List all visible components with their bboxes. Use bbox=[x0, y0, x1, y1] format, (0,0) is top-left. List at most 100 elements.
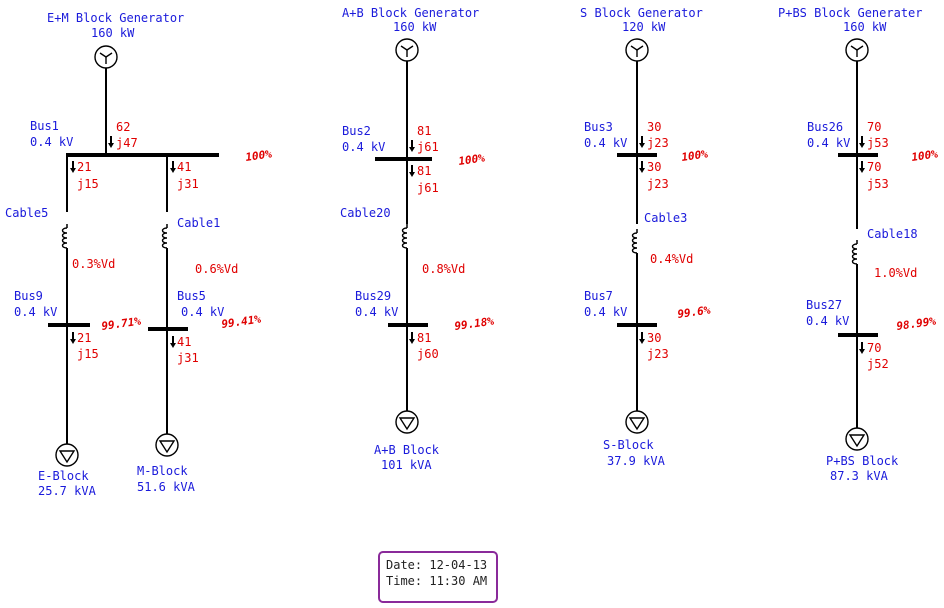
generator-em-rating: 160 kW bbox=[91, 26, 135, 40]
cable3-name: Cable3 bbox=[644, 211, 687, 225]
bus27-percent: 98.99% bbox=[896, 315, 938, 333]
flow-arrow-icon bbox=[858, 135, 866, 149]
flow-arrow-icon bbox=[69, 160, 77, 174]
flow-b2-q: j61 bbox=[417, 181, 439, 195]
generator-s-icon[interactable] bbox=[625, 38, 649, 62]
flow-arrow-icon bbox=[107, 135, 115, 149]
load-m-block-rating: 51.6 kVA bbox=[137, 480, 196, 494]
bus7-percent: 99.6% bbox=[677, 303, 712, 321]
bus3-name: Bus3 bbox=[584, 120, 613, 134]
bus7-name: Bus7 bbox=[584, 289, 613, 303]
generator-s-name: S Block Generator bbox=[580, 6, 703, 20]
load-m-block-icon[interactable] bbox=[155, 433, 179, 457]
flow-b5-p: 41 bbox=[177, 335, 191, 349]
load-pbs-block-name: P+BS Block bbox=[826, 454, 899, 468]
flow-b9-q: j15 bbox=[77, 347, 99, 361]
flow-arrow-icon bbox=[858, 160, 866, 174]
flow-g3-q: j23 bbox=[647, 136, 669, 150]
bus7-voltage: 0.4 kV bbox=[584, 305, 627, 319]
cable18-vd: 1.0%Vd bbox=[874, 266, 917, 280]
bus1-name: Bus1 bbox=[30, 119, 59, 133]
load-s-block-icon[interactable] bbox=[625, 410, 649, 434]
flow-g1-p: 62 bbox=[116, 120, 130, 134]
flow-g3-p: 30 bbox=[647, 120, 661, 134]
section-s: S Block Generator 120 kW 30 j23 Bus3 0.4… bbox=[580, 6, 712, 468]
bus2-voltage: 0.4 kV bbox=[342, 140, 385, 154]
flow-g4-q: j53 bbox=[867, 136, 889, 150]
flow-b7-q: j23 bbox=[647, 347, 669, 361]
generator-ab-name: A+B Block Generator bbox=[342, 6, 479, 20]
flow-b1b-q: j31 bbox=[177, 177, 199, 191]
flow-g1-q: j47 bbox=[116, 136, 138, 150]
bus9-name: Bus9 bbox=[14, 289, 43, 303]
load-pbs-block-icon[interactable] bbox=[845, 427, 869, 451]
flow-arrow-icon bbox=[169, 335, 177, 349]
generator-em-icon[interactable] bbox=[94, 45, 118, 69]
cable3-vd: 0.4%Vd bbox=[650, 252, 693, 266]
bus27-voltage: 0.4 kV bbox=[806, 314, 849, 328]
cable5-vd: 0.3%Vd bbox=[72, 257, 115, 271]
load-ab-block-icon[interactable] bbox=[395, 410, 419, 434]
flow-b1a-p: 21 bbox=[77, 160, 91, 174]
cable18-icon[interactable] bbox=[851, 239, 858, 265]
bus3-percent: 100% bbox=[681, 147, 709, 164]
flow-b27-p: 70 bbox=[867, 341, 881, 355]
date-value: 12-04-13 bbox=[429, 558, 488, 572]
generator-pbs-rating: 160 kW bbox=[843, 20, 887, 34]
generator-pbs-name: P+BS Block Generater bbox=[778, 6, 923, 20]
cable20-icon[interactable] bbox=[401, 223, 408, 249]
section-ab: A+B Block Generator 160 kW 81 j61 Bus2 0… bbox=[340, 6, 495, 472]
bus26-name: Bus26 bbox=[807, 120, 843, 134]
bus1-voltage: 0.4 kV bbox=[30, 135, 73, 149]
section-em: E+M Block Generator 160 kW 62 j47 Bus1 0… bbox=[5, 11, 273, 498]
date-label: Date: bbox=[386, 558, 423, 572]
bus29-voltage: 0.4 kV bbox=[355, 305, 398, 319]
cable3-icon[interactable] bbox=[631, 228, 638, 254]
flow-arrow-icon bbox=[69, 331, 77, 345]
flow-g2-p: 81 bbox=[417, 124, 431, 138]
bus1-percent: 100% bbox=[245, 147, 273, 164]
bus2-name: Bus2 bbox=[342, 124, 371, 138]
cable1-icon[interactable] bbox=[161, 223, 168, 249]
cable1-vd: 0.6%Vd bbox=[195, 262, 238, 276]
flow-b1b-p: 41 bbox=[177, 160, 191, 174]
load-s-block-rating: 37.9 kVA bbox=[607, 454, 666, 468]
flow-b26-q: j53 bbox=[867, 177, 889, 191]
generator-s-rating: 120 kW bbox=[622, 20, 666, 34]
time-label: Time: bbox=[386, 574, 423, 588]
bus3-voltage: 0.4 kV bbox=[584, 136, 627, 150]
load-pbs-block-rating: 87.3 kVA bbox=[830, 469, 889, 483]
time-value: 11:30 AM bbox=[429, 574, 488, 588]
load-e-block-icon[interactable] bbox=[55, 443, 79, 467]
generator-pbs-icon[interactable] bbox=[845, 38, 869, 62]
cable18-name: Cable18 bbox=[867, 227, 918, 241]
load-s-block-name: S-Block bbox=[603, 438, 654, 452]
load-ab-block-name: A+B Block bbox=[374, 443, 440, 457]
section-pbs: P+BS Block Generater 160 kW 70 j53 Bus26… bbox=[778, 6, 939, 483]
flow-b3-q: j23 bbox=[647, 177, 669, 191]
flow-arrow-icon bbox=[169, 160, 177, 174]
flow-arrow-icon bbox=[858, 341, 866, 355]
flow-b3-p: 30 bbox=[647, 160, 661, 174]
time-row: Time: 11:30 AM bbox=[386, 573, 490, 589]
flow-g4-p: 70 bbox=[867, 120, 881, 134]
cable5-name: Cable5 bbox=[5, 206, 48, 220]
flow-arrow-icon bbox=[638, 160, 646, 174]
cable5-icon[interactable] bbox=[61, 223, 68, 249]
generator-ab-rating: 160 kW bbox=[393, 20, 437, 34]
bus9-percent: 99.71% bbox=[101, 315, 143, 333]
cable20-name: Cable20 bbox=[340, 206, 391, 220]
flow-b29-q: j60 bbox=[417, 347, 439, 361]
flow-g2-q: j61 bbox=[417, 140, 439, 154]
bus9-voltage: 0.4 kV bbox=[14, 305, 57, 319]
bus5-percent: 99.41% bbox=[221, 313, 263, 331]
bus5-voltage: 0.4 kV bbox=[181, 305, 224, 319]
generator-em-name: E+M Block Generator bbox=[47, 11, 184, 25]
bus2-percent: 100% bbox=[458, 151, 486, 168]
flow-b26-p: 70 bbox=[867, 160, 881, 174]
bus29-percent: 99.18% bbox=[454, 315, 496, 333]
generator-ab-icon[interactable] bbox=[395, 38, 419, 62]
date-row: Date: 12-04-13 bbox=[386, 557, 490, 573]
bus26-voltage: 0.4 kV bbox=[807, 136, 850, 150]
